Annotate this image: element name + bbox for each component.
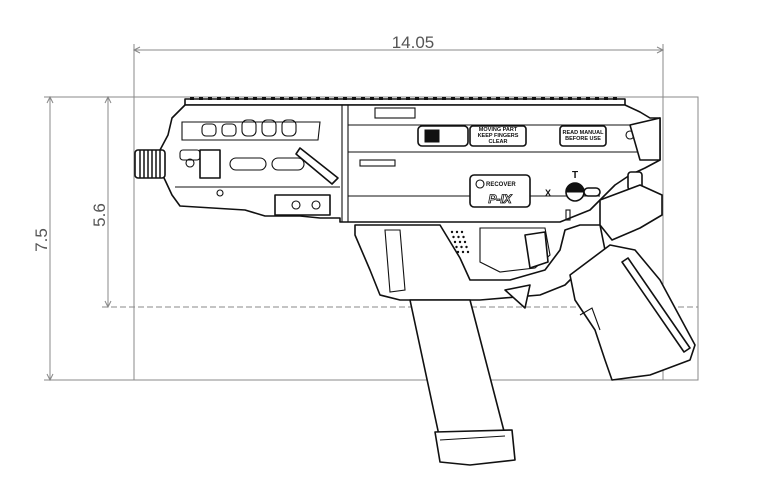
warning-label-moving-part: MOVING PART KEEP FINGERS CLEAR [477,127,519,145]
rail-tooth [586,97,590,100]
rail-tooth [442,97,446,100]
texture-dot [455,230,459,234]
rail-tooth [478,97,482,100]
rail-tooth [307,97,311,100]
rail-tooth [370,97,374,100]
length-dimension-label: 14.05 [392,33,435,52]
warning-panel-1 [469,125,527,147]
texture-dot [466,250,470,254]
rail-tooth [460,97,464,100]
rail-tooth [388,97,392,100]
rail-tooth [568,97,572,100]
rail-tooth [352,97,356,100]
rail-tooth [595,97,599,100]
rail-tooth [379,97,383,100]
texture-dot [456,250,460,254]
rail-tooth [514,97,518,100]
texture-dot [460,245,463,249]
receiver-height-dimension-label: 5.6 [90,203,109,227]
brand-logo-text: RECOVER [486,182,516,188]
rail-tooth [577,97,581,100]
muzzle-device [134,149,166,179]
rail-tooth [550,97,554,100]
rail-tooth [505,97,509,100]
rail-tooth [271,97,275,100]
rail-tooth [226,97,230,100]
rail-tooth [289,97,293,100]
texture-dot [453,240,457,244]
rail-tooth [397,97,401,100]
rail-tooth [469,97,473,100]
rail-tooth [424,97,428,100]
selector-fire-mark: T [572,170,578,181]
rail-tooth [532,97,536,100]
texture-dot [452,235,455,239]
rail-tooth [190,97,194,100]
texture-dot [460,230,464,234]
rail-tooth [253,97,257,100]
rail-tooth [523,97,527,100]
warning-panel-2 [559,125,607,147]
magazine [409,299,506,441]
rail-tooth [433,97,437,100]
brand-logo-icon [475,179,485,189]
brand-panel [469,174,531,208]
rail-tooth [199,97,203,100]
rail-tooth [451,97,455,100]
rail-tooth [415,97,419,100]
rail-tooth [487,97,491,100]
rail-tooth [361,97,365,100]
rail-tooth [613,97,617,100]
texture-dot [462,235,465,239]
rail-tooth [298,97,302,100]
rail-tooth [325,97,329,100]
texture-dot [463,240,467,244]
rail-tooth [217,97,221,100]
rail-tooth [280,97,284,100]
rail-tooth [208,97,212,100]
texture-dot [450,230,454,234]
warning-label-read-manual: READ MANUAL BEFORE USE [562,130,604,142]
rail-tooth [343,97,347,100]
rail-tooth [541,97,545,100]
pistol-chassis-drawing: MOVING PART KEEP FINGERS CLEAR READ MANU… [134,97,696,466]
texture-dot [461,250,465,254]
model-logo-text: P-IX [488,192,512,206]
rail-tooth [604,97,608,100]
texture-dot [455,245,458,249]
texture-dot [458,240,462,244]
height-dimension-label: 7.5 [32,228,51,252]
rail-tooth [244,97,248,100]
rail-tooth [316,97,320,100]
rail-tooth [334,97,338,100]
rail-tooth [262,97,266,100]
rail-tooth [559,97,563,100]
rail-tooth [406,97,410,100]
texture-dot [465,245,468,249]
rear-grip [569,244,696,381]
selector-safe-mark: X [545,188,551,198]
texture-dot [457,235,460,239]
rail-tooth [235,97,239,100]
rail-tooth [496,97,500,100]
